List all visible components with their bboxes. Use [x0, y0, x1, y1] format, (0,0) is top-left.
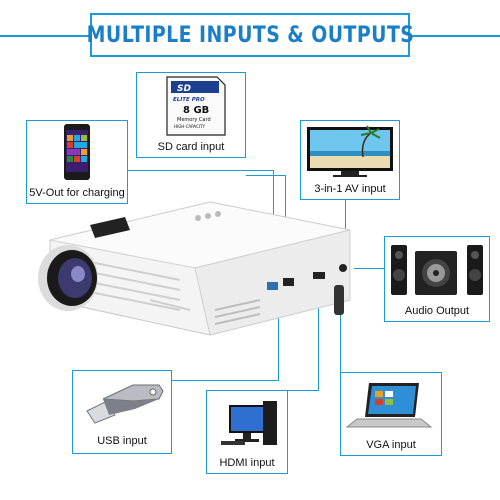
sd-label: SD card input — [157, 141, 225, 153]
connector-vga-v — [340, 310, 341, 372]
callout-sd-card: SD ELITE PRO 8 GB Memory Card HIGH-CAPAC… — [136, 72, 246, 158]
audio-label: Audio Output — [404, 305, 470, 317]
connector-usb-h — [172, 380, 279, 381]
connector-hdmi-h — [288, 390, 319, 391]
callout-charging: 5V-Out for charging — [26, 120, 128, 204]
charging-label: 5V-Out for charging — [29, 187, 125, 199]
sd-line1: Memory Card — [177, 117, 211, 123]
callout-audio: Audio Output — [384, 236, 490, 322]
connector-audio-h — [354, 268, 384, 269]
callout-usb: USB input — [72, 370, 172, 454]
callout-hdmi: HDMI input — [206, 390, 288, 474]
connector-usb-v — [278, 300, 279, 380]
callout-vga: VGA input — [340, 372, 442, 456]
hdmi-label: HDMI input — [219, 457, 275, 469]
usb-label: USB input — [97, 435, 147, 447]
sd-line2: HIGH-CAPACITY — [174, 124, 206, 129]
desktop-computer-icon — [221, 401, 277, 445]
connector-sd-h — [246, 175, 286, 176]
sd-capacity: 8 GB — [183, 105, 209, 116]
speakers-icon — [391, 245, 483, 295]
connector-hdmi-v — [318, 290, 319, 390]
title-rule-left — [0, 35, 90, 37]
usb-drive-icon — [86, 384, 164, 424]
connector-charging-h — [128, 170, 274, 171]
tv-icon — [307, 125, 393, 177]
title-banner: MULTIPLE INPUTS & OUTPUTS — [86, 13, 413, 57]
callout-av: 3-in-1 AV input — [300, 120, 400, 200]
page-title: MULTIPLE INPUTS & OUTPUTS — [86, 22, 414, 48]
projector-illustration — [38, 201, 351, 336]
laptop-icon — [345, 383, 433, 428]
av-label: 3-in-1 AV input — [314, 183, 386, 195]
vga-label: VGA input — [366, 439, 416, 451]
sd-series: ELITE PRO — [173, 97, 205, 103]
sd-brand: SD — [177, 84, 191, 94]
title-rule-right — [410, 35, 500, 37]
phone-icon — [64, 124, 90, 180]
sd-card-icon: SD ELITE PRO 8 GB Memory Card HIGH-CAPAC… — [166, 76, 226, 136]
